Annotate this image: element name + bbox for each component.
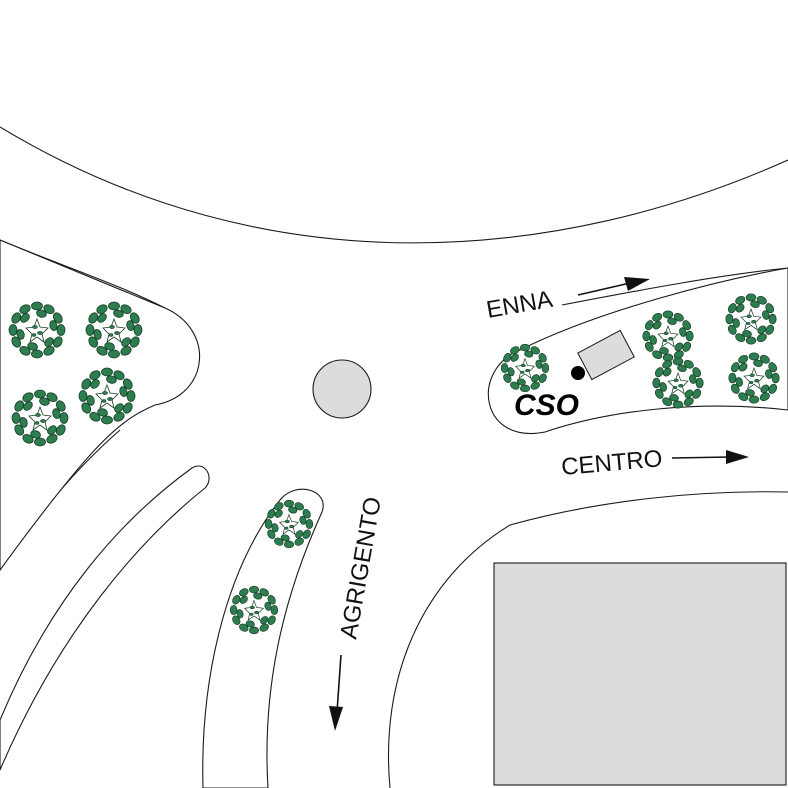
cso-building-icon: [577, 329, 635, 381]
agrigento-label: AGRIGENTO: [335, 495, 387, 641]
road-edge-east-lower: [509, 491, 788, 526]
centro-label: CENTRO: [560, 445, 663, 481]
east-island: [487, 267, 788, 435]
road-edge-east-upper: [561, 267, 788, 306]
arrow-icon: [577, 277, 650, 296]
arrow-icon: [329, 654, 343, 731]
roundabout: [312, 359, 372, 419]
cso-label: CSO: [514, 389, 579, 422]
arrow-icon: [671, 450, 749, 464]
enna-label: ENNA: [484, 286, 554, 324]
building-block: [493, 562, 787, 786]
southwest-divider: [0, 465, 210, 771]
road-edge-south: [387, 524, 511, 788]
south-median: [202, 488, 324, 788]
cso-marker-icon: [571, 366, 585, 380]
road-edge-north: [0, 126, 788, 244]
